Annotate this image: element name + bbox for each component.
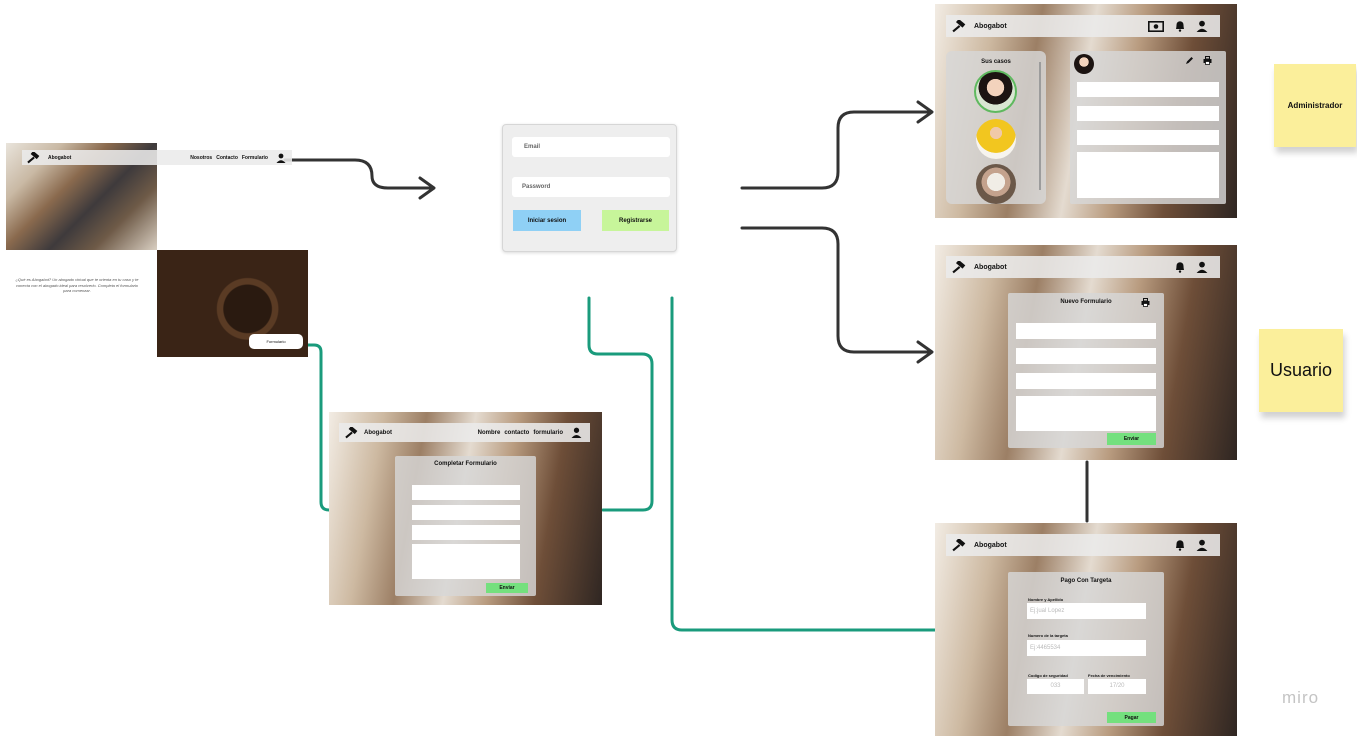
- arrowhead-admin: [916, 100, 934, 124]
- sticky-note-admin-text: Administrador: [1287, 101, 1343, 110]
- case-field-3[interactable]: [1077, 130, 1219, 145]
- login-button[interactable]: Iniciar sesion: [513, 210, 581, 231]
- case-avatar-3[interactable]: [976, 164, 1016, 204]
- email-field[interactable]: Email: [512, 137, 670, 157]
- bell-icon[interactable]: [1174, 261, 1186, 273]
- landing-cta-button[interactable]: Formulario: [249, 334, 303, 349]
- gavel-icon: [951, 538, 966, 552]
- nav-contacto[interactable]: Contacto: [216, 154, 238, 161]
- print-icon[interactable]: [1203, 56, 1212, 65]
- gavel-icon: [26, 151, 40, 164]
- bell-icon[interactable]: [1174, 20, 1186, 32]
- case-field-2[interactable]: [1077, 106, 1219, 121]
- pencil-icon[interactable]: [1185, 56, 1194, 65]
- public-form-submit-button[interactable]: Enviar: [486, 583, 528, 593]
- cvv-label: Codigo de seguridad: [1028, 673, 1068, 678]
- public-form-navbar: Abogabot Nombre contacto formulario: [339, 423, 590, 442]
- public-form-title: Completar Formulario: [434, 461, 497, 467]
- sticky-note-admin[interactable]: Administrador: [1274, 64, 1356, 147]
- landing-navbar: Abogabot Nosotros Contacto Formulario: [22, 150, 292, 165]
- new-form-field-2[interactable]: [1016, 348, 1156, 364]
- cases-scrollbar[interactable]: [1039, 62, 1041, 190]
- arrowhead-login: [418, 176, 436, 200]
- user-form-brand: Abogabot: [974, 263, 1007, 271]
- client-avatar: [1074, 54, 1094, 74]
- case-field-1[interactable]: [1077, 82, 1219, 97]
- payment-brand: Abogabot: [974, 541, 1007, 549]
- nav-formulario[interactable]: formulario: [533, 429, 563, 436]
- user-form-navbar: Abogabot: [946, 256, 1220, 278]
- bell-icon[interactable]: [1174, 539, 1186, 551]
- miro-watermark: miro: [1282, 688, 1320, 707]
- nav-nosotros[interactable]: Nosotros: [190, 154, 213, 161]
- sticky-note-user-text: Usuario: [1269, 360, 1333, 380]
- password-placeholder: Password: [522, 184, 551, 190]
- name-field-value: Ej:jual Lopez: [1030, 608, 1065, 614]
- cvv-field[interactable]: 033: [1027, 679, 1084, 694]
- payment-navbar: Abogabot: [946, 534, 1220, 556]
- password-field[interactable]: Password: [512, 177, 670, 197]
- expiry-field-value: 17/20: [1109, 683, 1125, 689]
- gavel-icon: [951, 260, 966, 274]
- user-icon[interactable]: [571, 427, 582, 438]
- admin-navbar: Abogabot: [946, 15, 1220, 37]
- user-icon[interactable]: [1196, 539, 1208, 551]
- connector-form-to-login: [587, 296, 654, 512]
- nav-formulario[interactable]: Formulario: [241, 154, 268, 161]
- arrow-landing-to-login: [283, 158, 432, 190]
- nav-contacto[interactable]: contacto: [504, 429, 530, 436]
- form-textarea[interactable]: [412, 544, 520, 579]
- user-icon[interactable]: [1196, 20, 1208, 32]
- nav-nombre[interactable]: Nombre: [477, 429, 501, 436]
- case-notes[interactable]: [1077, 152, 1219, 198]
- admin-brand: Abogabot: [974, 22, 1007, 30]
- name-field[interactable]: Ej:jual Lopez: [1027, 603, 1146, 619]
- new-form-textarea[interactable]: [1016, 396, 1156, 431]
- case-avatar-1[interactable]: [974, 70, 1017, 113]
- new-form-field-3[interactable]: [1016, 373, 1156, 389]
- landing-description: ¿Qué es Abogabot? Un abogado virtual que…: [15, 277, 139, 293]
- user-icon[interactable]: [1196, 261, 1208, 273]
- new-form-field-1[interactable]: [1016, 323, 1156, 339]
- payment-title: Pago Con Targeta: [1060, 578, 1112, 584]
- gavel-icon: [344, 426, 358, 439]
- expiry-field[interactable]: 17/20: [1088, 679, 1146, 694]
- public-form-brand: Abogabot: [364, 429, 392, 436]
- user-icon[interactable]: [276, 153, 286, 163]
- form-field-3[interactable]: [412, 525, 520, 540]
- case-avatar-2[interactable]: [976, 119, 1016, 159]
- register-button[interactable]: Registrarse: [602, 210, 669, 231]
- connector-cta-to-form: [305, 343, 331, 512]
- cases-title: Sus casos: [981, 59, 1011, 65]
- email-placeholder: Email: [524, 144, 541, 150]
- arrowhead-user: [916, 340, 934, 364]
- arrow-login-to-admin: [740, 110, 930, 190]
- connector-login-to-payment: [670, 296, 937, 632]
- money-icon[interactable]: [1148, 20, 1164, 32]
- form-field-2[interactable]: [412, 505, 520, 520]
- print-icon[interactable]: [1141, 298, 1150, 307]
- expiry-label: Fecha de vencimiento: [1088, 673, 1130, 678]
- landing-brand: Abogabot: [48, 154, 72, 161]
- gavel-icon: [951, 19, 966, 33]
- arrow-login-to-user: [740, 226, 930, 354]
- pay-button[interactable]: Pagar: [1107, 712, 1156, 723]
- sticky-note-user[interactable]: Usuario: [1259, 329, 1343, 412]
- cvv-field-value: 033: [1050, 683, 1061, 689]
- form-field-1[interactable]: [412, 485, 520, 500]
- card-number-field[interactable]: Ej:4465534: [1027, 640, 1146, 656]
- card-number-value: Ej:4465534: [1030, 645, 1061, 651]
- new-form-submit-button[interactable]: Enviar: [1107, 433, 1156, 445]
- name-label: Nombre y Apellido: [1028, 597, 1064, 602]
- new-form-title: Nuevo Formulario: [1060, 299, 1112, 305]
- card-number-label: Numero de la targeta: [1028, 633, 1068, 638]
